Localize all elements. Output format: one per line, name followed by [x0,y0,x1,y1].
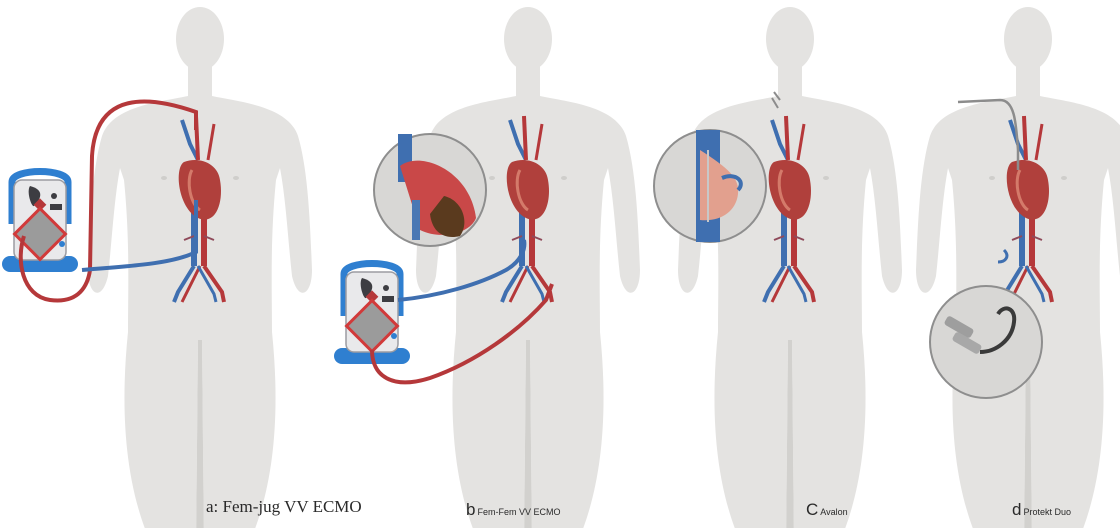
panel-b-figure [416,7,640,528]
panel-d-figure [916,7,1120,528]
panel-d-detail-circle [930,286,1042,398]
panel-b-ecmo-console [334,264,410,365]
panel-c-figure [678,7,902,528]
panel-b-detail-circle [374,134,486,246]
panel-a-caption: a: Fem-jug VV ECMO [206,497,362,517]
panel-a-ecmo-console [2,172,78,273]
panel-c-detail-circle [654,130,766,242]
